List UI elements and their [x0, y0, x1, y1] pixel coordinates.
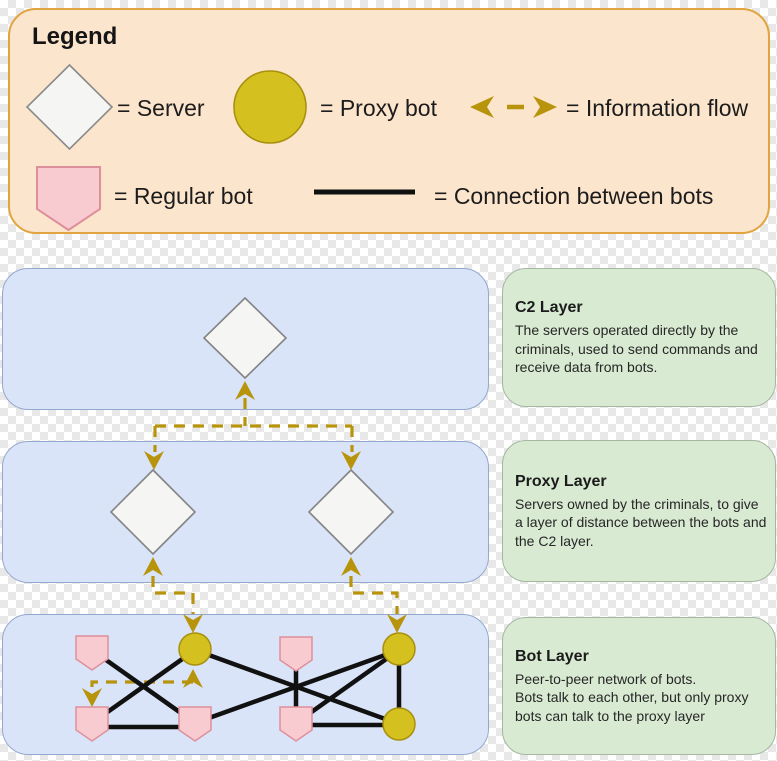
- proxy-layer-title: Proxy Layer: [515, 472, 607, 490]
- legend-information-flow-label: = Information flow: [566, 95, 749, 121]
- bot-layer-info: Bot Layer Peer-to-peer network of bots. …: [502, 617, 776, 755]
- legend-regular-bot-label: = Regular bot: [114, 183, 253, 209]
- regular-bot-icon: [36, 166, 101, 232]
- c2-layer-title: C2 Layer: [515, 299, 583, 317]
- proxy-layer-info: Proxy Layer Servers owned by the crimina…: [502, 440, 776, 582]
- legend-icons: [25, 63, 557, 232]
- c2-layer-box: [2, 268, 489, 410]
- proxy-bot-icon: [233, 70, 307, 144]
- legend-panel: Legend = Server = Proxy bot = Informatio…: [8, 8, 770, 234]
- information-flow-icon: [470, 96, 557, 118]
- legend-server-label: = Server: [117, 95, 205, 121]
- legend-proxy-bot-label: = Proxy bot: [320, 95, 437, 121]
- bot-layer-description: Peer-to-peer network of bots. Bots talk …: [515, 670, 749, 724]
- bot-layer-title: Bot Layer: [515, 647, 589, 665]
- proxy-layer-description: Servers owned by the criminals, to give …: [515, 495, 767, 549]
- server-icon: [25, 63, 114, 151]
- legend-title: Legend: [32, 23, 118, 50]
- c2-layer-description: The servers operated directly by the cri…: [515, 322, 758, 376]
- c2-layer-info: C2 Layer The servers operated directly b…: [502, 268, 776, 407]
- bot-layer-box: [2, 614, 489, 755]
- proxy-layer-box: [2, 441, 489, 583]
- legend-connection-label: = Connection between bots: [434, 183, 714, 209]
